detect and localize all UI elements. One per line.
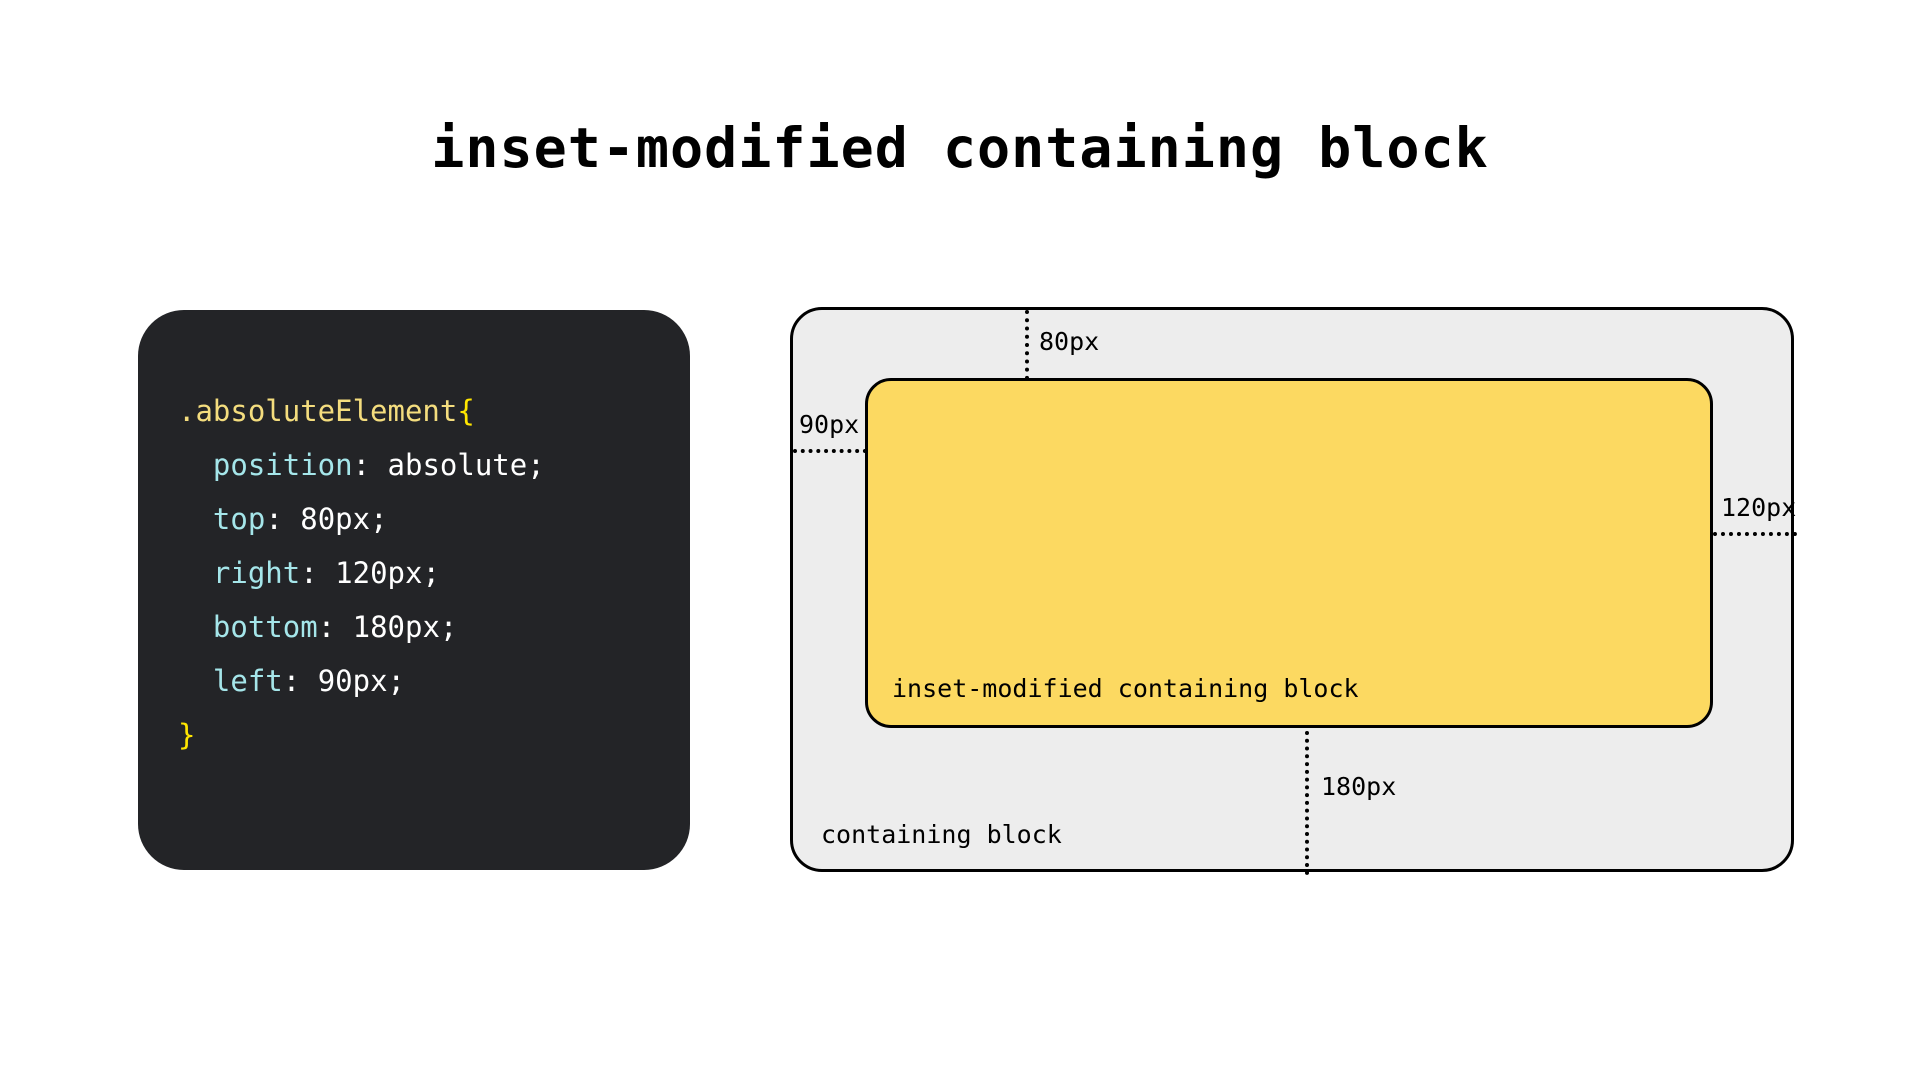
indent [178, 502, 213, 536]
indent [178, 610, 213, 644]
indent [178, 556, 213, 590]
box-model-diagram: inset-modified containing block 80px 90p… [790, 307, 1797, 875]
code-line-selector: .absoluteElement{ [138, 384, 690, 438]
css-separator: : [282, 664, 318, 698]
guide-line-left [793, 449, 867, 453]
css-value-right: 120px; [335, 556, 440, 590]
css-selector: .absoluteElement [178, 394, 458, 428]
guide-label-right: 120px [1721, 493, 1797, 522]
guide-line-right [1713, 532, 1797, 536]
containing-block-label: containing block [821, 820, 1062, 849]
css-value-bottom: 180px; [352, 610, 458, 644]
css-separator: : [300, 556, 336, 590]
css-property-position: position [212, 448, 353, 482]
guide-line-top [1025, 310, 1029, 380]
css-value-left: 90px; [317, 664, 405, 698]
code-line-right: right: 120px; [138, 546, 690, 600]
css-separator: : [265, 502, 301, 536]
css-separator: : [317, 610, 353, 644]
css-close-brace: } [178, 718, 196, 752]
indent [178, 664, 213, 698]
code-line-position: position: absolute; [138, 438, 690, 492]
indent [178, 448, 213, 482]
code-line-left: left: 90px; [138, 654, 690, 708]
inset-modified-containing-block-box: inset-modified containing block [865, 378, 1713, 728]
code-panel: .absoluteElement{ position: absolute; to… [138, 310, 690, 870]
css-value-top: 80px; [300, 502, 388, 536]
css-property-right: right [212, 556, 301, 590]
guide-line-bottom [1305, 731, 1309, 875]
containing-block-box: inset-modified containing block 80px 90p… [790, 307, 1797, 875]
css-property-top: top [212, 502, 266, 536]
css-value-position: absolute; [387, 448, 545, 482]
page-title: inset-modified containing block [431, 116, 1489, 180]
css-separator: : [352, 448, 388, 482]
inset-modified-containing-block-label: inset-modified containing block [892, 674, 1359, 703]
code-line-top: top: 80px; [138, 492, 690, 546]
guide-label-left: 90px [799, 410, 860, 439]
guide-label-top: 80px [1039, 327, 1100, 356]
css-open-brace: { [457, 394, 475, 428]
code-line-close: } [138, 708, 690, 762]
css-property-left: left [212, 664, 283, 698]
code-line-bottom: bottom: 180px; [138, 600, 690, 654]
css-property-bottom: bottom [212, 610, 318, 644]
guide-label-bottom: 180px [1321, 772, 1397, 801]
